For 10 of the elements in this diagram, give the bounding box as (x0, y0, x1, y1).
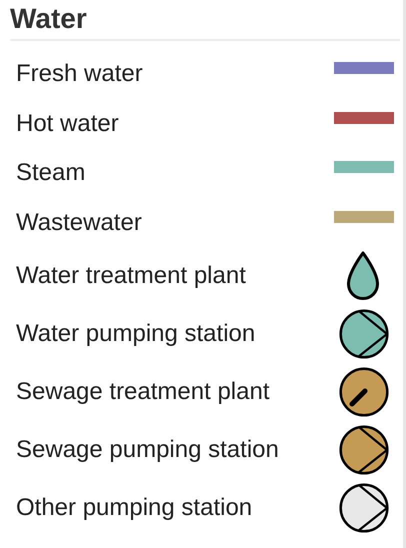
legend-label: Sewage treatment plant (16, 378, 270, 406)
legend-title: Water (10, 2, 87, 35)
legend-label: Water pumping station (16, 320, 256, 348)
legend-label: Sewage pumping station (16, 436, 279, 464)
legend-label: Wastewater (16, 208, 142, 236)
legend-label: Steam (16, 159, 86, 188)
legend-label: Fresh water (16, 60, 143, 88)
legend-label: Water treatment plant (16, 262, 246, 290)
legend-label: Other pumping station (16, 494, 252, 522)
legend-label: Hot water (16, 110, 119, 138)
